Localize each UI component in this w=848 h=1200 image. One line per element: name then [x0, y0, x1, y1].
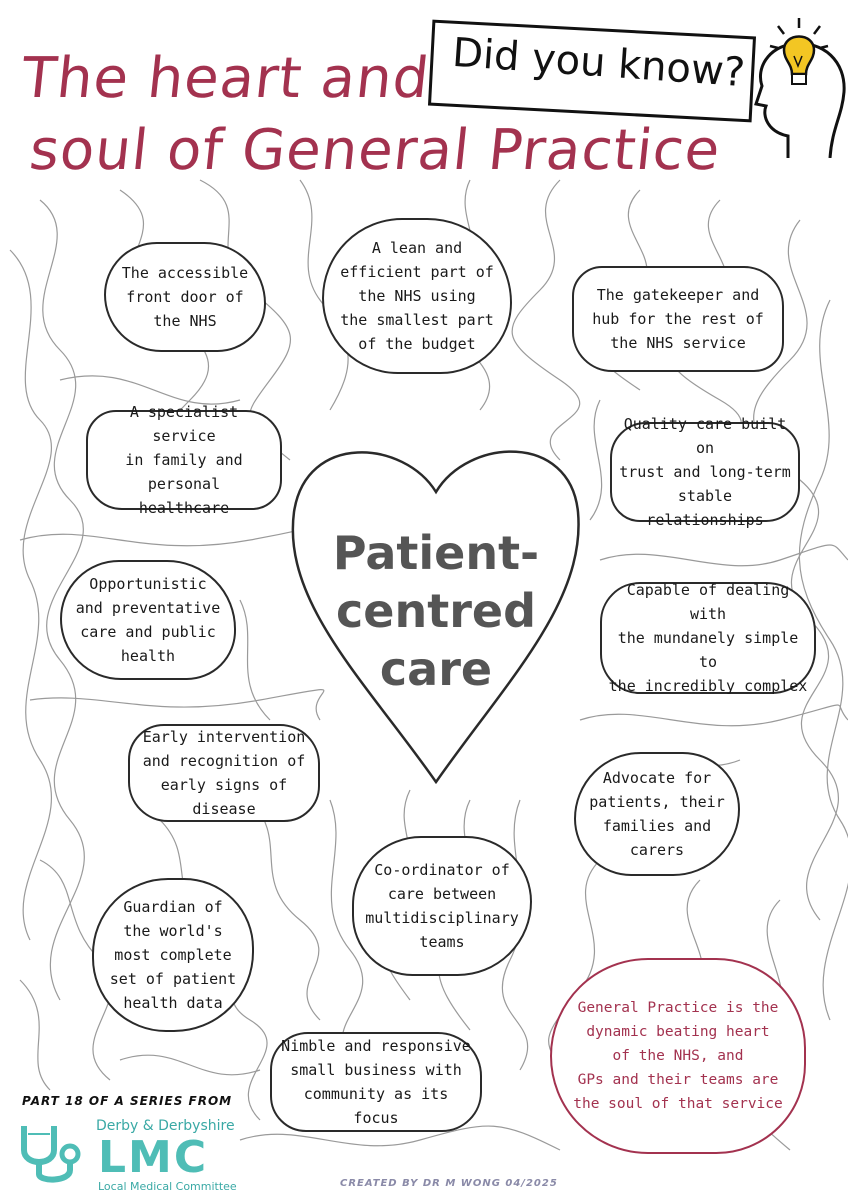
bubble-gatekeeper: The gatekeeper and hub for the rest of t…: [572, 266, 784, 372]
bubble-capable: Capable of dealing with the mundanely si…: [600, 581, 816, 695]
lightbulb-icon: [769, 18, 829, 85]
patient-centred-care: Patient- centred care: [332, 526, 540, 696]
bubble-early-intervention: Early intervention and recognition of ea…: [128, 724, 320, 822]
thinking-head-icon: [754, 18, 846, 158]
credit-text: CREATED BY DR M WONG 04/2025: [340, 1178, 558, 1189]
stethoscope-icon: [21, 1126, 81, 1183]
title-line-2: soul of General Practice: [26, 118, 724, 183]
bubble-specialist: A specialist service in family and perso…: [86, 403, 282, 517]
bubble-lean-efficient: A lean and efficient part of the NHS usi…: [322, 218, 512, 374]
heart-shape: [291, 450, 580, 785]
bubble-opportunistic: Opportunistic and preventative care and …: [60, 560, 236, 680]
series-label: PART 18 OF A SERIES FROM: [22, 1094, 233, 1108]
org-logo-text: LMC: [98, 1132, 209, 1183]
bubble-nimble: Nimble and responsive small business wit…: [270, 1032, 482, 1132]
bubble-advocate: Advocate for patients, their families an…: [574, 752, 740, 876]
bubble-front-door: The accessible front door of the NHS: [104, 242, 266, 352]
bubble-quality-care: Quality care built on trust and long-ter…: [610, 415, 800, 529]
title-line-1: The heart and: [18, 46, 433, 111]
bubble-coordinator: Co-ordinator of care between multidiscip…: [352, 836, 532, 976]
final-message-bubble: General Practice is the dynamic beating …: [550, 958, 806, 1154]
org-region: Derby & Derbyshire: [96, 1118, 235, 1134]
bubble-guardian: Guardian of the world's most complete se…: [92, 878, 254, 1032]
org-subtitle: Local Medical Committee: [98, 1180, 237, 1193]
